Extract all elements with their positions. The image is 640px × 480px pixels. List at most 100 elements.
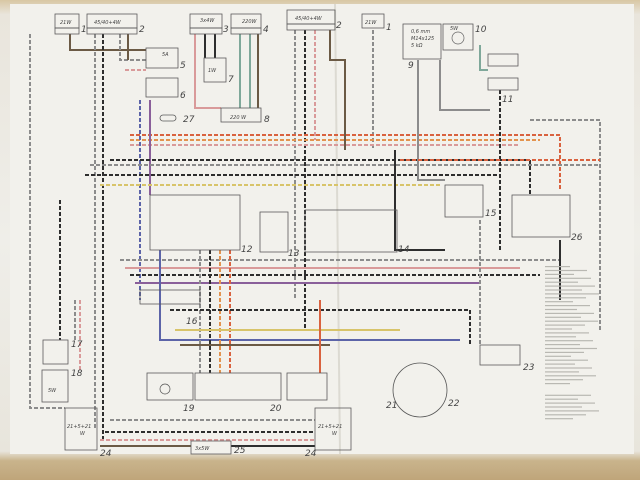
svg-text:8: 8: [264, 115, 270, 125]
svg-text:1: 1: [386, 23, 392, 33]
wires: [29, 30, 601, 447]
wire-grey: [417, 60, 445, 181]
svg-text:20: 20: [270, 404, 282, 414]
svg-text:2: 2: [336, 21, 342, 31]
component-4-lamp: 220W 4: [230, 13, 269, 35]
wire-grey: [119, 34, 146, 61]
legend-line: [545, 340, 593, 342]
legend-line: [545, 320, 598, 322]
legend-line: [545, 363, 575, 365]
svg-text:25: 25: [234, 446, 246, 456]
component-19-switch: 19: [146, 372, 195, 414]
component-7-indicator: 1W7: [203, 57, 234, 85]
svg-text:1: 1: [81, 25, 87, 35]
svg-text:220W: 220W: [242, 19, 258, 25]
svg-text:19: 19: [183, 404, 195, 414]
component-23-battery: 23: [479, 344, 535, 373]
svg-text:23: 23: [523, 363, 535, 373]
svg-text:5: 5: [180, 61, 186, 71]
wire-brown: [329, 30, 346, 150]
component-6-relay: 6: [145, 77, 186, 101]
svg-text:26: 26: [571, 233, 583, 243]
svg-text:22: 22: [448, 399, 460, 409]
svg-text:18: 18: [71, 369, 83, 379]
wire-blue: [159, 250, 460, 341]
component-11-relay: 11: [487, 53, 519, 105]
svg-text:3: 3: [223, 25, 229, 35]
svg-text:0,6 mm: 0,6 mm: [411, 29, 430, 35]
wire-pink: [194, 34, 221, 109]
svg-text:M14x125: M14x125: [411, 36, 434, 42]
svg-text:17: 17: [71, 340, 83, 350]
legend-line: [545, 305, 590, 307]
paper-sheet: [10, 4, 634, 454]
svg-text:21: 21: [386, 401, 397, 411]
legend-line: [545, 281, 578, 283]
legend-line: [545, 418, 573, 420]
legend-line: [545, 371, 579, 373]
legend-line: [545, 347, 597, 350]
legend-line: [545, 293, 599, 295]
legend-line: [545, 266, 570, 268]
svg-text:21+5+21: 21+5+21: [318, 424, 342, 430]
component-21-switch: 21: [286, 372, 397, 411]
legend-line: [545, 398, 578, 400]
legend-line: [545, 277, 591, 279]
svg-text:5 kΩ: 5 kΩ: [411, 43, 423, 49]
svg-text:5W: 5W: [48, 388, 57, 394]
legend-line: [545, 344, 580, 346]
component-2-headlamp: 45/40+4W2: [86, 13, 145, 35]
svg-text:24: 24: [100, 449, 112, 459]
wire-red: [130, 134, 561, 190]
wire-black: [170, 309, 471, 345]
svg-text:9: 9: [408, 61, 414, 71]
svg-text:21+5+21: 21+5+21: [67, 424, 91, 430]
legend-line: [545, 324, 585, 326]
paper-fold: [334, 3, 341, 455]
component-27-fuse: 27: [159, 114, 195, 125]
component-26-regulator: 26: [511, 194, 583, 243]
svg-text:45/40+4W: 45/40+4W: [94, 20, 122, 26]
legend-line: [545, 355, 571, 357]
svg-text:W: W: [332, 431, 338, 437]
component-24-taillight-left: 21+5+21W 24: [64, 407, 112, 459]
svg-text:12: 12: [241, 245, 253, 255]
legend-line: [545, 359, 588, 361]
svg-text:W: W: [80, 431, 86, 437]
legend-line: [545, 383, 570, 385]
svg-text:5A: 5A: [162, 52, 169, 58]
svg-text:10: 10: [475, 25, 487, 35]
legend-line: [545, 332, 589, 334]
component-18-lamp: 5W 18: [41, 369, 83, 403]
svg-text:4: 4: [263, 25, 269, 35]
legend-line: [545, 414, 586, 416]
legend-line: [545, 316, 581, 318]
svg-text:21W: 21W: [60, 20, 72, 26]
legend-line: [545, 285, 595, 287]
legend-line: [545, 269, 587, 272]
svg-text:14: 14: [398, 245, 410, 255]
legend-line: [545, 297, 586, 299]
svg-text:7: 7: [228, 75, 234, 85]
svg-text:5W: 5W: [450, 26, 459, 32]
component-10-gauge: 5W 10: [442, 23, 487, 51]
svg-text:6: 6: [180, 91, 186, 101]
component-25-plate-light: 3x5W 25: [190, 440, 246, 456]
svg-text:3x5W: 3x5W: [195, 446, 210, 452]
svg-text:27: 27: [183, 115, 195, 125]
component-5-flasher: 5A 5: [145, 47, 186, 71]
legend-line: [545, 289, 582, 291]
component-2-headlamp-right: 45/40+4W2: [286, 9, 342, 31]
wire-green: [479, 45, 488, 71]
legend-line: [545, 301, 573, 303]
legend-line: [545, 308, 577, 311]
svg-text:15: 15: [485, 209, 497, 219]
legend-line: [545, 273, 574, 275]
